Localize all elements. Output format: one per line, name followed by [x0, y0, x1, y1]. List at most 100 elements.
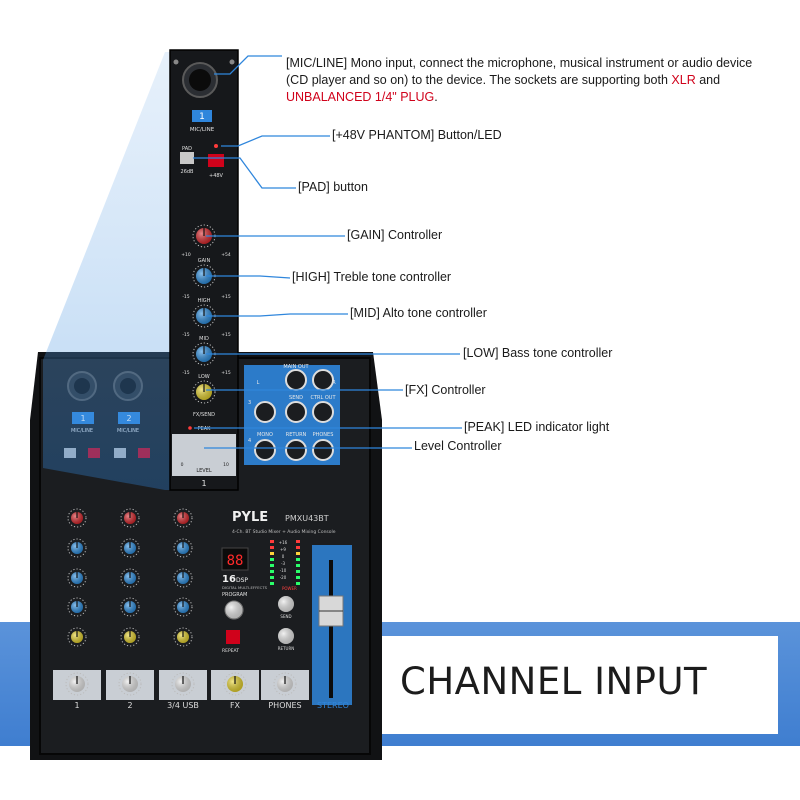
callout-leader-lines	[193, 55, 462, 449]
callout-mic-line-2-post: and	[695, 73, 721, 87]
callout-mic-line: [MIC/LINE] Mono input, connect the micro…	[286, 55, 786, 106]
jack-ch3-label: 3	[248, 400, 251, 406]
ctrl-out-label: CTRL OUT	[310, 395, 336, 401]
meter-led	[296, 582, 300, 585]
callout-fx: [FX] Controller	[405, 383, 486, 397]
strip-pad-label: PAD	[182, 146, 192, 152]
callout-mic-line-1: [MIC/LINE] Mono input, connect the micro…	[286, 56, 753, 70]
strip-low-min: -15	[182, 370, 189, 376]
meter-led	[270, 552, 274, 555]
callout-low: [LOW] Bass tone controller	[463, 346, 613, 360]
strip-level-max: 10	[223, 462, 229, 468]
strip-channel-number: 1	[199, 112, 205, 122]
meter-led	[296, 558, 300, 561]
meter-led	[296, 564, 300, 567]
callout-mid: [MID] Alto tone controller	[350, 306, 487, 320]
callout-high: [HIGH] Treble tone controller	[292, 270, 452, 284]
model-description: 4-Ch. BT Studio Mixer + Audio Mixing Con…	[232, 529, 336, 535]
meter-led	[296, 546, 300, 549]
callout-phantom: [+48V PHANTOM] Button/LED	[332, 128, 502, 142]
level-meter: +16+90-3-10-20	[270, 540, 300, 585]
meter-led	[296, 576, 300, 579]
mixer-gain-knob-1	[67, 508, 87, 528]
mixer-low-knob-1	[67, 597, 87, 617]
meter-led	[270, 582, 274, 585]
callout-xlr: XLR	[671, 73, 696, 87]
mixer-level-knob-1	[65, 672, 89, 696]
strip-high-knob	[192, 264, 216, 288]
phones-jack-label: PHONES	[313, 432, 334, 438]
strip-gain-min: +10	[181, 252, 191, 258]
callout-mic-line-3: UNBALANCED 1/4" PLUG.	[286, 89, 786, 106]
strip-peak-label: PEAK	[198, 426, 212, 432]
callout-period: .	[434, 90, 438, 104]
meter-led	[270, 570, 274, 573]
strip-gain-knob	[192, 224, 216, 248]
callout-mic-line-2: (CD player and so on) to the device. The…	[286, 72, 786, 89]
strip-mid-max: +15	[221, 332, 231, 338]
mixer-high-knob-1	[67, 538, 87, 558]
strip-level-label: LEVEL	[196, 468, 212, 474]
program-label: PROGRAM	[222, 592, 247, 598]
strip-high-min: -15	[182, 294, 189, 300]
meter-led	[270, 576, 274, 579]
callout-mic-line-2-pre: (CD player and so on) to the device. The…	[286, 73, 672, 87]
send-jack-label: SEND	[289, 395, 303, 401]
mixer-level-knob-2	[118, 672, 142, 696]
mixer-gain-knob-2	[120, 508, 140, 528]
mixer-mid-knob-1	[67, 568, 87, 588]
callout-unbalanced: UNBALANCED 1/4" PLUG	[286, 90, 435, 104]
main-out-l-label: L	[257, 380, 260, 386]
repeat-label: REPEAT	[222, 648, 239, 654]
strip-footer-number: 1	[201, 479, 206, 488]
meter-led	[270, 546, 274, 549]
mixer-level-knob-5	[273, 672, 297, 696]
callout-gain: [GAIN] Controller	[347, 228, 443, 242]
meter-tick-label: 0	[282, 554, 285, 559]
return-jack-label: RETURN	[286, 432, 307, 438]
brand-logo: PYLE	[232, 510, 268, 525]
strip-fx-knob	[192, 380, 216, 404]
meter-tick-label: -3	[281, 561, 285, 566]
meter-tick-label: +16	[279, 540, 288, 545]
mixer-low-knob-2	[120, 597, 140, 617]
mixer-high-knob-3	[173, 538, 193, 558]
footer-fx: FX	[230, 701, 241, 710]
callout-peak: [PEAK] LED indicator light	[464, 420, 610, 434]
strip-gain-label: GAIN	[198, 258, 211, 264]
model-label: PMXU43BT	[285, 514, 329, 523]
meter-led	[270, 564, 274, 567]
mixer-mid-knob-3	[173, 568, 193, 588]
meter-led	[296, 552, 300, 555]
footer-phones: PHONES	[268, 701, 301, 710]
dsp-display: 88	[227, 553, 244, 569]
strip-high-max: +15	[221, 294, 231, 300]
strip-fx-label: FX/SEND	[193, 412, 215, 418]
footer-ch1: 1	[74, 701, 79, 710]
dsp-label: DSP	[236, 577, 248, 584]
meter-tick-label: -20	[280, 575, 287, 580]
main-out-r-label: R	[332, 380, 336, 386]
strip-mid-label: MID	[199, 336, 209, 342]
mono-label: MONO	[257, 432, 273, 438]
strip-low-label: LOW	[198, 374, 210, 380]
return-label: RETURN	[278, 646, 294, 651]
meter-led	[270, 540, 274, 543]
strip-mid-min: -15	[182, 332, 189, 338]
dsp-count: 16	[222, 574, 236, 585]
strip-mic-line-label: MIC/LINE	[190, 127, 215, 133]
footer-ch34: 3/4 USB	[167, 701, 199, 710]
banner-title: CHANNEL INPUT	[400, 660, 708, 703]
mixer-fx-knob-2	[120, 627, 140, 647]
footer-stereo: STEREO	[317, 701, 349, 710]
channel-strips	[53, 508, 309, 700]
callout-level: Level Controller	[414, 439, 502, 453]
mixer-high-knob-2	[120, 538, 140, 558]
mixer-low-knob-3	[173, 597, 193, 617]
meter-led	[296, 570, 300, 573]
callout-pad: [PAD] button	[298, 180, 368, 194]
meter-tick-label: -10	[280, 568, 287, 573]
strip-low-max: +15	[221, 370, 231, 376]
meter-led	[270, 558, 274, 561]
